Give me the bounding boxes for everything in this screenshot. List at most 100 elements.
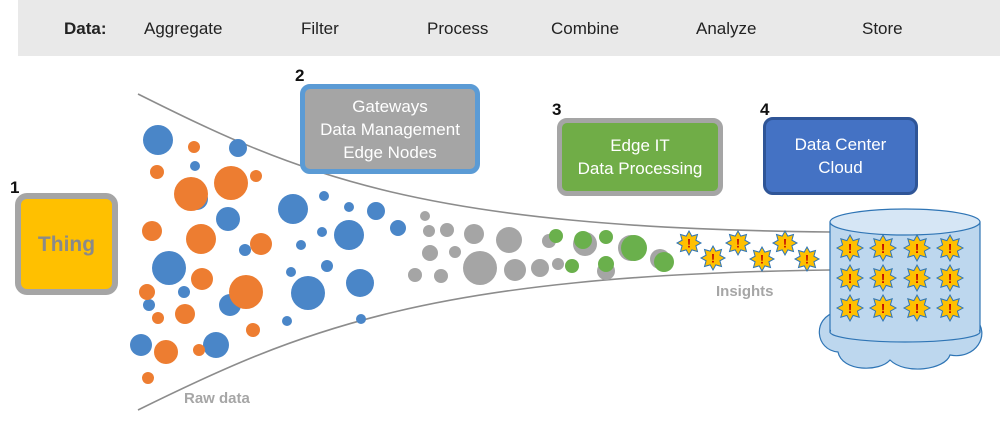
gateways-line-2: Data Management xyxy=(320,119,460,139)
raw-data-dot-blue xyxy=(143,125,173,155)
step-number-4: 4 xyxy=(760,100,770,119)
raw-data-dot-blue xyxy=(130,334,152,356)
star-burst-icon xyxy=(835,293,865,323)
star-burst-icon xyxy=(724,229,752,257)
raw-data-dot-orange xyxy=(250,233,272,255)
edge-line-2: Data Processing xyxy=(577,159,703,178)
exclamation-icon: ! xyxy=(736,237,740,251)
raw-data-dot-blue xyxy=(190,161,200,171)
raw-data-dot-orange xyxy=(150,165,164,179)
exclamation-icon: ! xyxy=(915,241,919,256)
star-burst-icon xyxy=(935,263,965,293)
raw-data-dot-blue xyxy=(282,316,292,326)
raw-data-dot-orange xyxy=(229,275,263,309)
star-burst-icon xyxy=(835,233,865,263)
processed-dot xyxy=(552,258,564,270)
raw-data-dot-blue xyxy=(346,269,374,297)
processed-dot xyxy=(496,227,522,253)
raw-data-dot-orange xyxy=(186,224,216,254)
raw-data-dot-orange xyxy=(142,221,162,241)
funnel-bottom-line xyxy=(137,269,831,411)
exclamation-icon: ! xyxy=(848,271,852,286)
stage-store: Store xyxy=(862,19,903,38)
star-burst-icon xyxy=(771,229,799,257)
processed-dot xyxy=(434,269,448,283)
datacenter-line-1: Data Center xyxy=(794,135,887,154)
exclamation-icon: ! xyxy=(881,241,885,256)
stage-filter: Filter xyxy=(301,19,339,38)
exclamation-icon: ! xyxy=(915,301,919,316)
raw-data-dot-blue xyxy=(152,251,186,285)
raw-data-dot-blue xyxy=(321,260,333,272)
data-stages-header xyxy=(18,0,1000,56)
stored-insight-stars: !!!!!!!!!!!! xyxy=(835,233,965,323)
datacenter-line-2: Cloud xyxy=(818,158,863,177)
star-burst-icon xyxy=(699,244,727,272)
combined-dot xyxy=(598,256,614,272)
exclamation-icon: ! xyxy=(948,241,952,256)
gateways-line-1: Gateways xyxy=(352,96,428,116)
stage-aggregate: Aggregate xyxy=(144,19,223,38)
exclamation-icon: ! xyxy=(881,271,885,286)
step-number-2: 2 xyxy=(295,66,305,85)
raw-data-dot-blue xyxy=(296,240,306,250)
funnel-top-line xyxy=(137,93,831,233)
exclamation-icon: ! xyxy=(948,301,952,316)
processed-dot xyxy=(504,259,526,281)
combined-dot xyxy=(574,231,592,249)
star-burst-icon xyxy=(868,233,898,263)
gateways-box: Gateways Data Management Edge Nodes xyxy=(300,84,480,174)
processed-dot xyxy=(422,245,438,261)
edge-it-box: Edge IT Data Processing xyxy=(557,118,723,196)
processed-dot xyxy=(408,268,422,282)
raw-data-dot-orange xyxy=(154,340,178,364)
raw-data-dot-orange xyxy=(214,166,248,200)
insights-label: Insights xyxy=(716,283,774,300)
exclamation-icon: ! xyxy=(848,241,852,256)
combined-dot xyxy=(565,259,579,273)
processed-dot xyxy=(420,211,430,221)
star-burst-icon xyxy=(902,263,932,293)
insight-stars: !!!!!! xyxy=(675,229,821,273)
raw-data-dot-blue xyxy=(143,299,155,311)
raw-data-dot-blue xyxy=(286,267,296,277)
raw-data-dot-blue xyxy=(178,286,190,298)
combined-dot xyxy=(549,229,563,243)
raw-data-dot-blue xyxy=(216,207,240,231)
raw-data-dot-blue xyxy=(317,227,327,237)
raw-data-dot-blue xyxy=(229,139,247,157)
raw-data-dot-blue xyxy=(291,276,325,310)
star-burst-icon xyxy=(935,233,965,263)
stage-process: Process xyxy=(427,19,489,38)
raw-data-dot-orange xyxy=(250,170,262,182)
combined-dot xyxy=(599,230,613,244)
raw-data-dot-blue xyxy=(367,202,385,220)
raw-data-dot-orange xyxy=(193,344,205,356)
processed-dot xyxy=(531,259,549,277)
exclamation-icon: ! xyxy=(687,237,691,251)
raw-data-dot-orange xyxy=(142,372,154,384)
stage-analyze: Analyze xyxy=(696,19,757,38)
exclamation-icon: ! xyxy=(948,271,952,286)
raw-data-dot-blue xyxy=(278,194,308,224)
raw-data-dot-blue xyxy=(239,244,251,256)
star-burst-icon xyxy=(902,293,932,323)
exclamation-icon: ! xyxy=(760,253,764,267)
star-burst-icon xyxy=(675,229,703,257)
processed-dot xyxy=(449,246,461,258)
header-label: Data: xyxy=(64,19,107,38)
raw-data-label: Raw data xyxy=(184,390,250,407)
star-burst-icon xyxy=(748,245,776,273)
star-burst-icon xyxy=(935,293,965,323)
raw-data-dot-orange xyxy=(175,304,195,324)
star-burst-icon xyxy=(868,263,898,293)
processed-dot xyxy=(440,223,454,237)
exclamation-icon: ! xyxy=(848,301,852,316)
raw-data-dot-orange xyxy=(191,268,213,290)
star-burst-icon xyxy=(902,233,932,263)
combined-dot xyxy=(654,252,674,272)
raw-data-dot-blue xyxy=(344,202,354,212)
gateways-line-3: Edge Nodes xyxy=(343,142,437,162)
raw-data-dot-orange xyxy=(152,312,164,324)
